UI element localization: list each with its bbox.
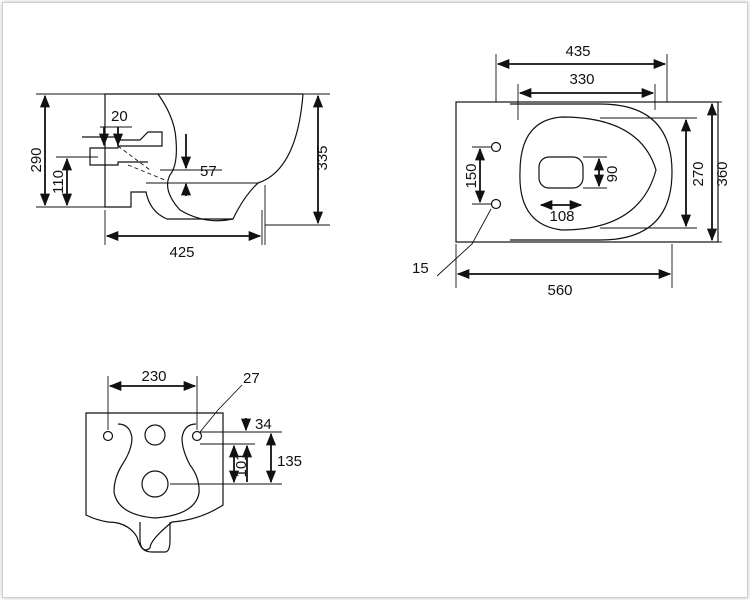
top-view-wall-plate (455, 101, 719, 243)
top-view-drain (538, 156, 584, 189)
back-view-bolt-hole-1 (102, 430, 114, 442)
dim-560: 560 (547, 282, 572, 299)
dim-15: 15 (412, 260, 429, 277)
dim-27: 27 (243, 370, 260, 387)
side-view-inlet (82, 131, 163, 166)
back-view-inner (113, 423, 200, 519)
side-view-bowl-curve (157, 93, 234, 222)
dim-335: 335 (314, 145, 331, 170)
top-view-bolt-hole-2 (490, 198, 502, 210)
top-view-seat (519, 116, 657, 231)
top-view-outer-bowl (510, 103, 673, 241)
back-view-outline (85, 412, 224, 551)
dim-57: 57 (200, 163, 217, 180)
side-view: 290 110 335 20 57 425 (28, 93, 331, 261)
dim-435: 435 (565, 43, 590, 60)
back-view-inlet-hole (144, 424, 166, 446)
top-view-bolt-hole-1 (490, 141, 502, 153)
dim-330: 330 (569, 71, 594, 88)
back-view-outlet-hole (141, 470, 169, 498)
dim-34: 34 (255, 416, 272, 433)
dim-90: 90 (604, 166, 621, 183)
dim-20: 20 (111, 108, 128, 125)
back-view: 230 27 34 101 135 (85, 368, 302, 553)
dim-425: 425 (169, 244, 194, 261)
top-view: 435 330 150 90 108 270 360 15 (412, 43, 731, 299)
dim-110: 110 (50, 170, 67, 194)
back-view-bolt-hole-2 (191, 430, 203, 442)
side-view-body (104, 93, 304, 220)
dim-108: 108 (549, 208, 574, 225)
dim-135: 135 (277, 453, 302, 470)
dim-230: 230 (141, 368, 166, 385)
dim-290: 290 (28, 147, 45, 172)
dim-101: 101 (233, 452, 250, 477)
dim-360: 360 (714, 161, 731, 186)
dim-270: 270 (690, 161, 707, 186)
dim-150: 150 (463, 163, 480, 188)
